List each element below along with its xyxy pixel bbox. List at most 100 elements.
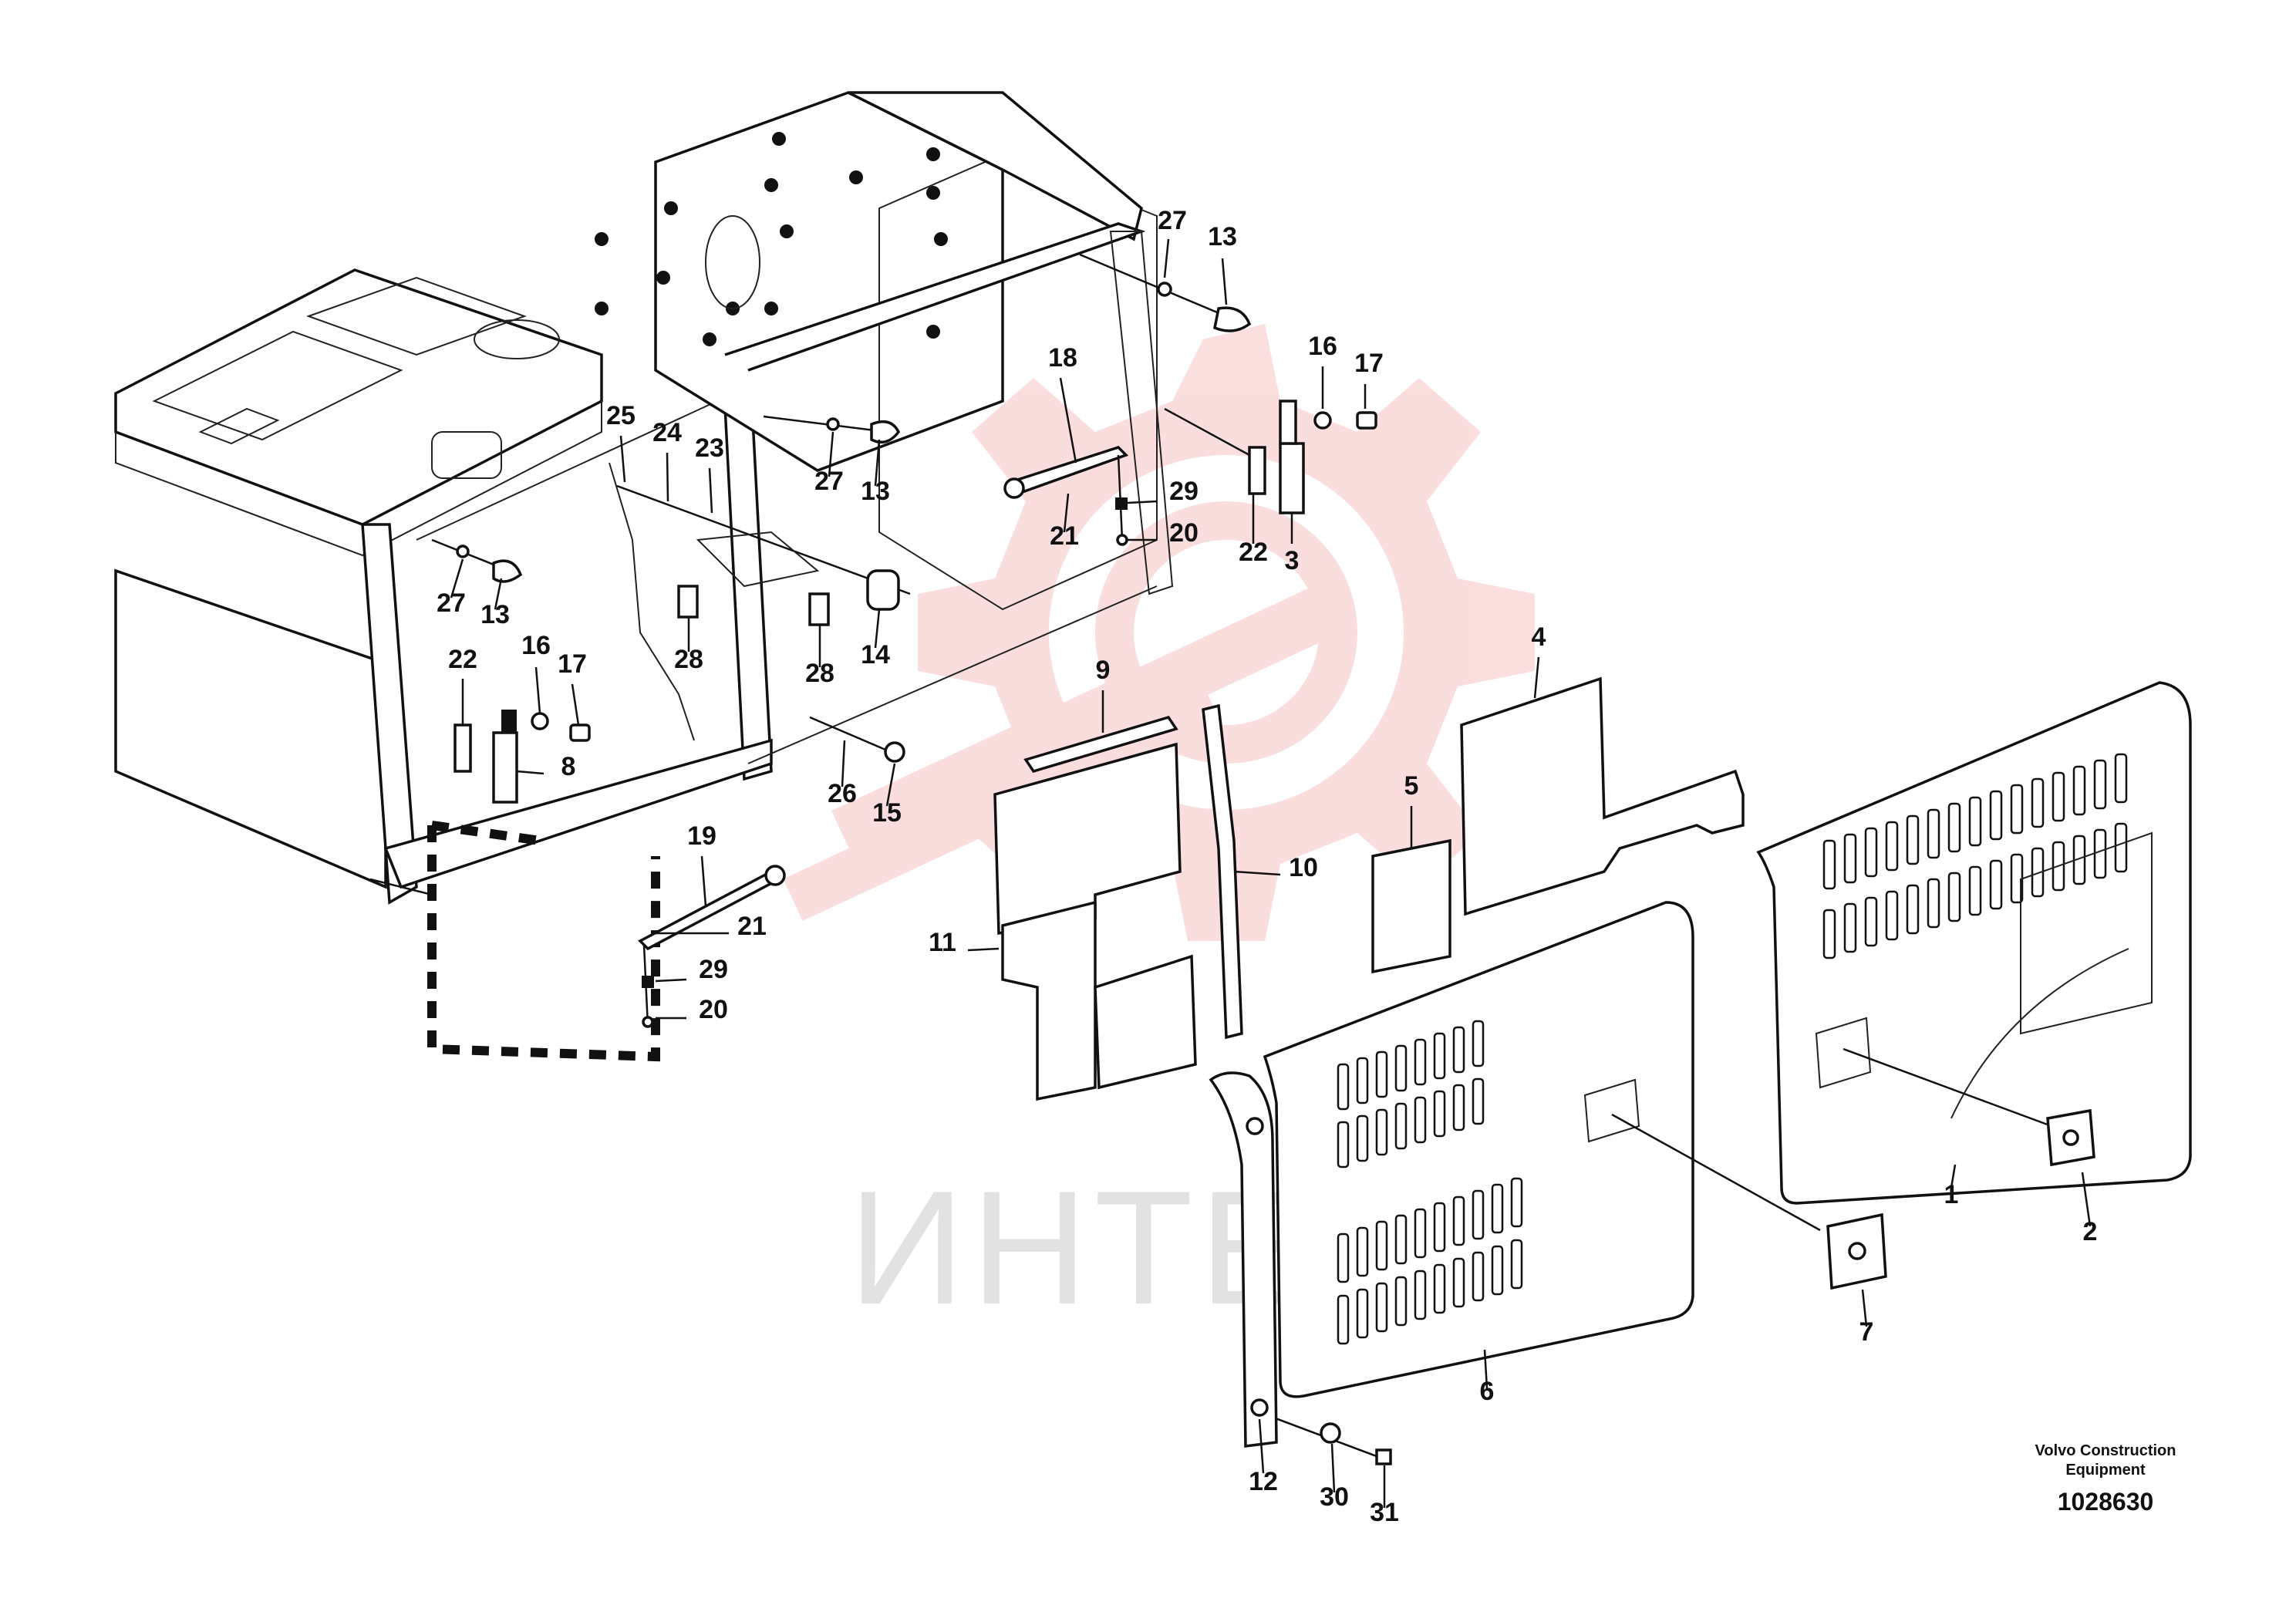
lock-plate-7 <box>1826 1212 1887 1290</box>
leader-line <box>1059 377 1077 464</box>
vent-slot <box>1356 1114 1369 1162</box>
insulation-pads <box>993 676 1745 1101</box>
vent-slot <box>1375 1282 1388 1333</box>
callout-2: 2 <box>2083 1217 2098 1246</box>
leader-line <box>516 770 544 775</box>
leader-line <box>655 978 687 983</box>
vent-slot <box>1394 1276 1408 1327</box>
vent-slot <box>1394 1102 1408 1150</box>
vent-slot <box>1472 1020 1485 1067</box>
callout-23: 23 <box>695 433 724 463</box>
callout-19: 19 <box>687 821 716 851</box>
leader-line <box>1861 1289 1868 1327</box>
drawing-number: 1028630 <box>2058 1488 2154 1516</box>
frame-structure <box>114 91 1174 1062</box>
leader-line <box>841 740 846 787</box>
vent-slot <box>2031 777 2045 828</box>
callout-22: 22 <box>448 645 477 674</box>
leader-line <box>885 763 896 807</box>
leader-line <box>666 452 669 502</box>
leader-line <box>1258 1418 1265 1474</box>
leader-line <box>1221 258 1228 305</box>
vent-slot <box>1927 878 1940 929</box>
leader-line <box>619 435 626 483</box>
callout-1: 1 <box>1944 1180 1959 1209</box>
vent-slot <box>1885 890 1899 941</box>
vent-slot <box>1356 1057 1369 1104</box>
callout-6: 6 <box>1480 1377 1495 1406</box>
vent-slot <box>2114 753 2128 804</box>
vent-slot <box>1414 1096 1427 1144</box>
vent-slot <box>1375 1050 1388 1098</box>
vent-slot <box>2093 759 2107 810</box>
vent-slot <box>2093 828 2107 879</box>
side-bracket-12 <box>1209 1071 1278 1448</box>
callout-18: 18 <box>1048 343 1077 373</box>
vent-slot <box>1375 1108 1388 1156</box>
leader-line <box>874 439 881 487</box>
vent-slot <box>1947 802 1961 853</box>
vent-slot <box>1414 1208 1427 1259</box>
vent-slot <box>1472 1077 1485 1125</box>
vent-slot <box>1337 1233 1350 1283</box>
leader-line <box>1330 1443 1336 1493</box>
vent-slot <box>2031 847 2045 898</box>
callout-20: 20 <box>699 995 728 1024</box>
callout-27: 27 <box>437 588 466 618</box>
callout-16: 16 <box>1308 332 1337 361</box>
vent-slot <box>1452 1084 1465 1131</box>
vent-slot <box>1491 1245 1504 1296</box>
callout-16: 16 <box>521 631 551 660</box>
vent-slot <box>1822 839 1836 890</box>
vent-slot <box>1337 1294 1350 1345</box>
vent-slot <box>1885 821 1899 872</box>
footer: Volvo Construction Equipment 1028630 <box>2035 1442 2176 1516</box>
vent-slot <box>1452 1195 1465 1246</box>
callout-21: 21 <box>737 912 767 941</box>
vent-slot <box>1491 1183 1504 1234</box>
vent-slot <box>1375 1220 1388 1271</box>
leader-line <box>874 609 881 649</box>
callout-20: 20 <box>1169 518 1199 548</box>
callout-5: 5 <box>1404 771 1419 801</box>
vent-slot <box>1433 1263 1446 1314</box>
leader-line <box>534 666 541 714</box>
callout-9: 9 <box>1096 656 1111 685</box>
leader-line <box>494 578 503 610</box>
vent-slot <box>1337 1121 1350 1168</box>
lock-plate-2 <box>2046 1108 2095 1167</box>
leader-line <box>1533 656 1540 699</box>
callout-25: 25 <box>606 401 636 430</box>
vent-slot <box>1433 1032 1446 1080</box>
leader-line <box>1233 870 1281 876</box>
vent-slot <box>1452 1026 1465 1074</box>
leader-line <box>571 683 580 726</box>
callout-24: 24 <box>652 418 682 447</box>
vent-slot <box>1947 872 1961 922</box>
vent-slot <box>1906 814 1920 865</box>
vent-slot <box>1337 1063 1350 1111</box>
callout-10: 10 <box>1289 853 1318 882</box>
vent-slot <box>1864 827 1878 878</box>
vent-slot <box>1989 859 2003 910</box>
vent-slot <box>1356 1226 1369 1277</box>
leader-line <box>450 558 464 599</box>
vent-slot <box>1394 1044 1408 1092</box>
callout-4: 4 <box>1532 622 1546 652</box>
leader-line <box>2081 1172 2092 1227</box>
vent-slot <box>1452 1257 1465 1308</box>
vent-slot <box>1510 1177 1523 1228</box>
leader-line <box>1063 493 1070 533</box>
vent-slot <box>1968 796 1982 847</box>
callout-3: 3 <box>1285 546 1300 575</box>
vent-slot <box>1356 1288 1369 1339</box>
hardware <box>369 253 1392 1465</box>
vent-slot <box>1414 1038 1427 1086</box>
vent-slot <box>1472 1251 1485 1302</box>
vent-slot <box>1822 909 1836 959</box>
vent-slot <box>1864 896 1878 947</box>
vent-slot <box>1433 1202 1446 1253</box>
